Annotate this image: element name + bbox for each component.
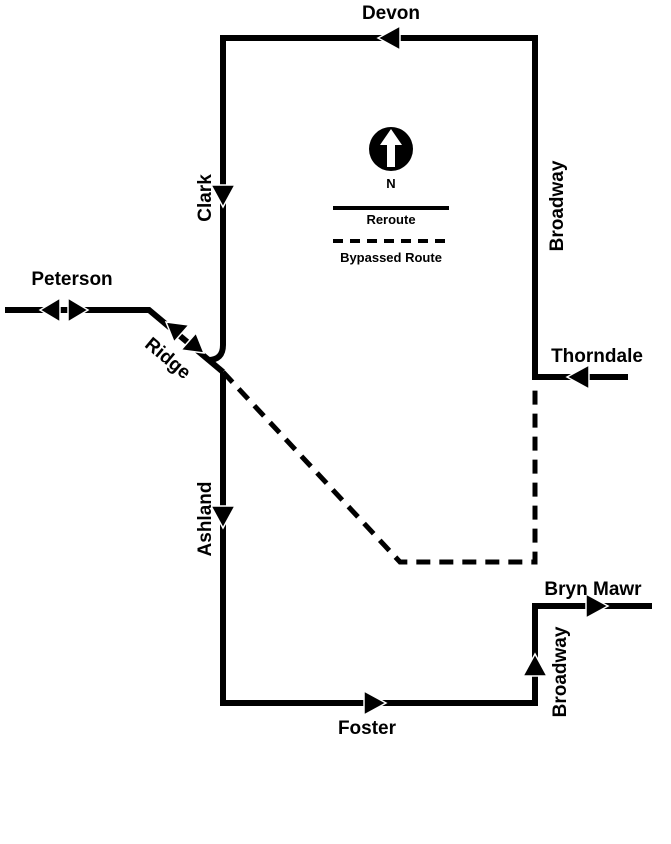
label-broadway-south: Broadway [550, 626, 571, 717]
legend: Reroute Bypassed Route [333, 206, 449, 265]
arrow-left-icon [376, 24, 401, 52]
arrow-downright-icon [179, 331, 206, 354]
arrow-down-icon [209, 505, 237, 530]
arrow-up-icon [521, 652, 549, 677]
arrow-right-icon [363, 689, 388, 717]
compass-label: N [386, 176, 395, 191]
north-arrow-icon [369, 127, 413, 171]
reroute-south-loop [220, 372, 652, 706]
label-clark: Clark [195, 174, 216, 222]
arrow-left-icon [38, 296, 61, 324]
arrow-right-icon [67, 296, 90, 324]
reroute-path [5, 35, 652, 706]
label-ashland: Ashland [195, 482, 216, 557]
bypassed-path [221, 370, 538, 565]
label-devon: Devon [362, 3, 420, 24]
legend-reroute-label: Reroute [366, 212, 415, 227]
label-bryn-mawr: Bryn Mawr [544, 579, 642, 600]
label-broadway-north: Broadway [547, 160, 568, 251]
direction-arrows [38, 24, 610, 717]
arrow-right-icon [585, 592, 610, 620]
label-thorndale: Thorndale [551, 346, 643, 367]
label-peterson: Peterson [31, 269, 112, 290]
arrow-left-icon [565, 363, 590, 391]
label-foster: Foster [338, 718, 397, 739]
arrow-down-icon [209, 184, 237, 209]
arrow-upleft-icon [164, 321, 191, 344]
bypassed-route-line [221, 370, 538, 565]
legend-bypassed-label: Bypassed Route [340, 250, 442, 265]
